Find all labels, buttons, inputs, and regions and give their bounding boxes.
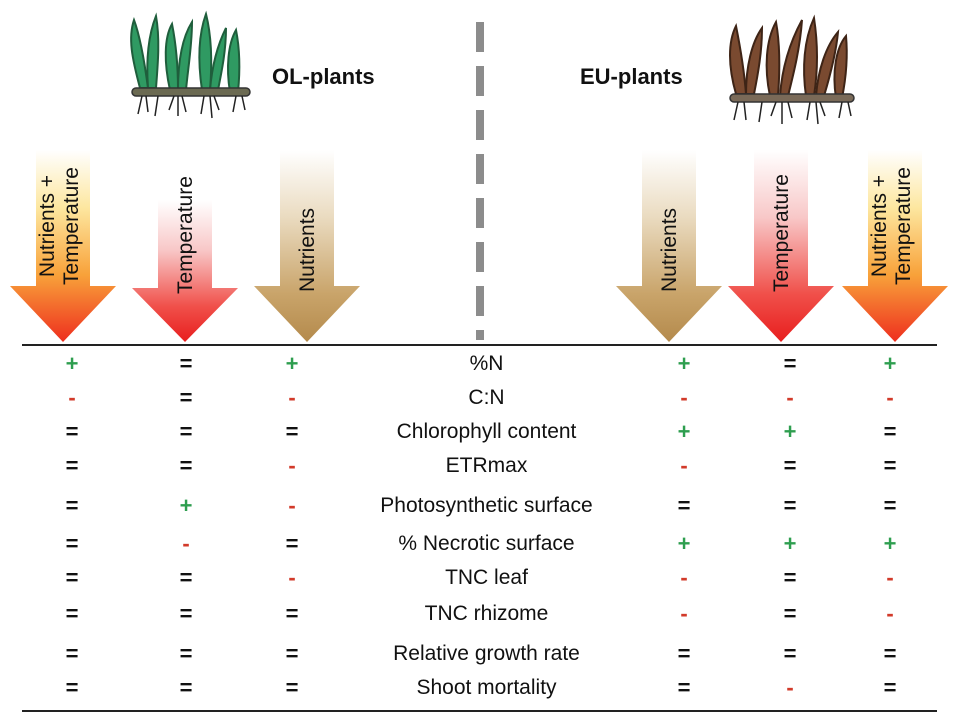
effect-symbol: -: [182, 531, 190, 556]
effect-symbol: =: [783, 601, 797, 626]
ol-temperature-arrow: Temperature: [130, 176, 240, 344]
effect-symbol: -: [680, 385, 688, 410]
eu-nutrients-arrow: Nutrients: [614, 150, 724, 344]
ol-plant-illustration: [130, 10, 251, 119]
effect-symbol: =: [677, 675, 691, 700]
effect-symbol: =: [179, 601, 193, 626]
effect-symbol: =: [677, 493, 691, 518]
effect-symbol: -: [680, 565, 688, 590]
effect-symbol: -: [786, 385, 794, 410]
effect-symbol: =: [783, 565, 797, 590]
parameter-label: Shoot mortality: [416, 676, 557, 699]
ol-nutrients-temperature-arrow: Nutrients + Temperature: [8, 150, 118, 344]
effect-symbol: =: [179, 351, 193, 376]
effect-symbol: =: [285, 601, 299, 626]
effect-symbol: =: [65, 531, 79, 556]
effect-symbol: =: [65, 453, 79, 478]
effect-symbol: -: [680, 601, 688, 626]
parameter-label: ETRmax: [445, 454, 528, 477]
eu-nutrients-temperature-arrow: Nutrients + Temperature: [840, 150, 950, 344]
ol-t-label: Temperature: [174, 176, 197, 294]
effect-symbol: =: [179, 419, 193, 444]
effect-symbol: -: [680, 453, 688, 478]
parameter-label: TNC leaf: [445, 566, 528, 589]
eu-plant-illustration: [729, 14, 855, 125]
eu-t-label: Temperature: [770, 174, 793, 292]
effect-symbol: =: [285, 419, 299, 444]
parameter-label: Photosynthetic surface: [380, 494, 593, 517]
eu-temperature-arrow: Temperature: [726, 150, 836, 344]
effect-symbol: =: [179, 385, 193, 410]
effect-symbol: =: [783, 641, 797, 666]
table-bottom-rule: [22, 710, 937, 712]
eu-plants-title: EU-plants: [580, 64, 683, 89]
effect-symbol: +: [65, 351, 79, 376]
effect-symbol: +: [883, 351, 897, 376]
effect-symbol: +: [783, 531, 797, 556]
effect-symbol: =: [65, 675, 79, 700]
effect-symbol: =: [65, 601, 79, 626]
effect-symbol: =: [285, 675, 299, 700]
effect-symbol: +: [677, 531, 691, 556]
effect-symbol: =: [179, 641, 193, 666]
effect-symbol: -: [288, 453, 296, 478]
effect-symbol: =: [285, 641, 299, 666]
parameter-label: % Necrotic surface: [398, 532, 575, 555]
effect-symbol: +: [677, 419, 691, 444]
parameter-label: Relative growth rate: [393, 642, 580, 665]
ol-nutrients-arrow: Nutrients: [252, 150, 362, 344]
effect-symbol: -: [886, 385, 894, 410]
parameter-label: TNC rhizome: [424, 602, 549, 625]
effect-symbol: =: [883, 453, 897, 478]
effect-symbol: =: [65, 493, 79, 518]
ol-plants-title: OL-plants: [272, 64, 375, 89]
effect-symbol: =: [883, 493, 897, 518]
effect-symbol: =: [65, 419, 79, 444]
effect-symbol: -: [288, 565, 296, 590]
effect-symbol: -: [68, 385, 76, 410]
effect-symbol: =: [783, 453, 797, 478]
ol-n-label: Nutrients: [296, 207, 319, 292]
effect-symbol: =: [65, 641, 79, 666]
effect-symbol: =: [783, 351, 797, 376]
effect-symbol: +: [179, 493, 193, 518]
effect-symbol: =: [179, 565, 193, 590]
eu-n-label: Nutrients: [658, 207, 681, 292]
effect-symbol: =: [783, 493, 797, 518]
effect-symbol: -: [786, 675, 794, 700]
effect-symbol: =: [179, 675, 193, 700]
effect-symbol: =: [285, 531, 299, 556]
effect-symbol: =: [883, 419, 897, 444]
effect-symbol: =: [883, 641, 897, 666]
parameter-label: %N: [469, 352, 504, 375]
effect-symbol: +: [783, 419, 797, 444]
effect-symbol: -: [288, 385, 296, 410]
ol-nt-label: Nutrients + Temperature: [36, 167, 83, 285]
effect-symbol: =: [883, 675, 897, 700]
effect-symbol: -: [288, 493, 296, 518]
effect-symbol: =: [179, 453, 193, 478]
effect-symbol: +: [883, 531, 897, 556]
effect-symbol: +: [285, 351, 299, 376]
table-top-rule: [22, 344, 937, 346]
group-divider: [476, 22, 484, 340]
effect-symbol: -: [886, 601, 894, 626]
effect-symbol: -: [886, 565, 894, 590]
effect-symbol: =: [677, 641, 691, 666]
parameter-label: Chlorophyll content: [396, 420, 577, 443]
effect-symbol: +: [677, 351, 691, 376]
effect-symbol: =: [65, 565, 79, 590]
eu-nt-label: Nutrients + Temperature: [868, 167, 915, 285]
parameter-label: C:N: [468, 386, 505, 409]
